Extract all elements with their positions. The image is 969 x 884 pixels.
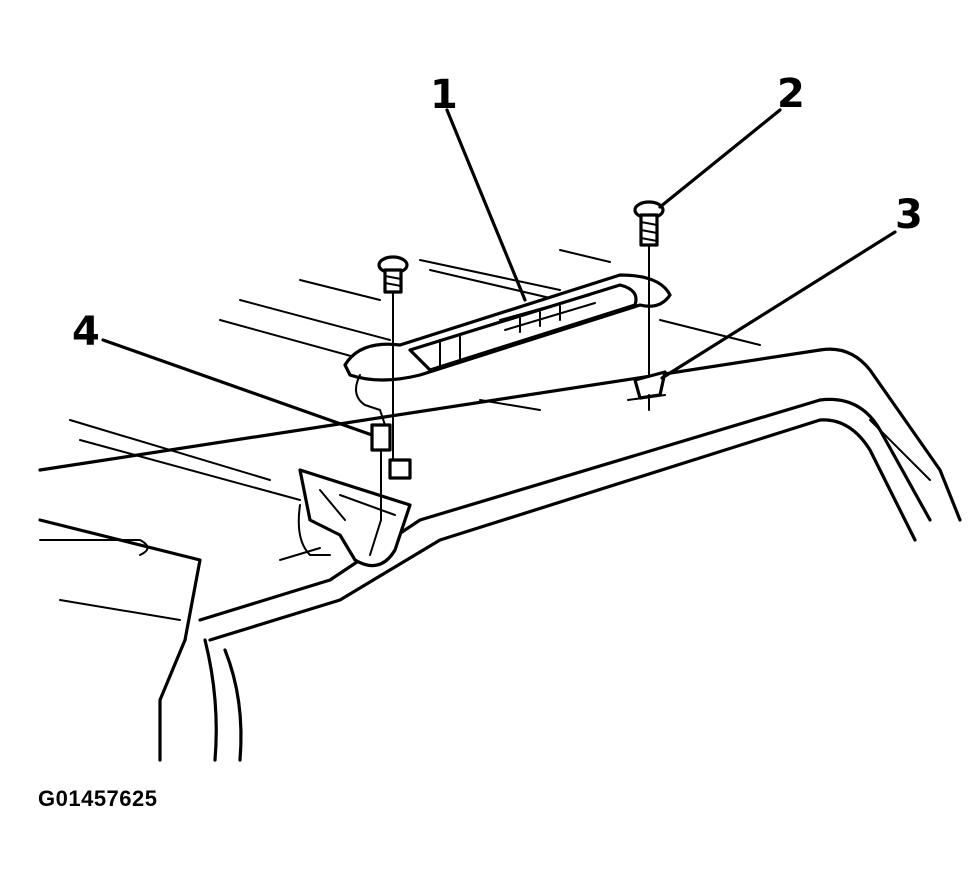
- high-mount-stop-lamp: [343, 273, 672, 382]
- callout-2: 2: [777, 71, 805, 117]
- leader-lines: [101, 108, 897, 437]
- callout-3: 3: [895, 192, 923, 238]
- callout-1: 1: [430, 72, 458, 118]
- leader-line-2: [658, 108, 782, 209]
- leader-line-1: [445, 108, 527, 302]
- leader-line-4: [101, 338, 374, 437]
- callout-4: 4: [72, 309, 100, 355]
- figure-id: G01457625: [38, 786, 158, 811]
- mounting-screws: [377, 200, 665, 381]
- vehicle-roof: [38, 249, 962, 762]
- retainer-nut: [627, 370, 667, 411]
- harness-housing: [279, 468, 412, 568]
- wiring-connector: [355, 349, 412, 556]
- leader-line-3: [660, 230, 897, 380]
